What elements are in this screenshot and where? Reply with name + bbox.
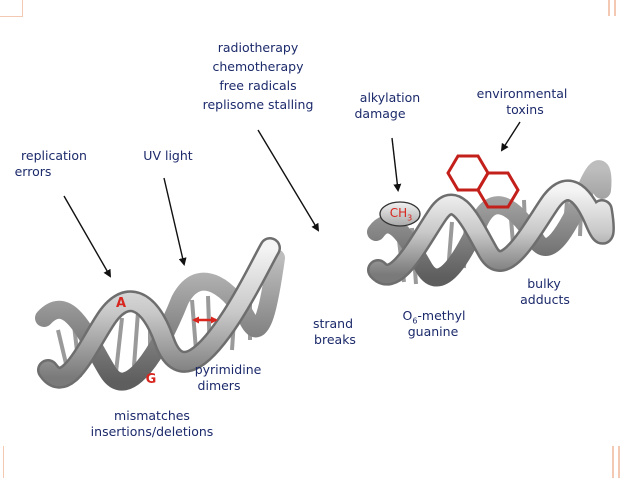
o6-o-text: O	[402, 308, 413, 323]
errors-label: errors	[14, 164, 52, 179]
pyrimidine-label: pyrimidine	[194, 362, 262, 377]
strand-label: strand	[312, 316, 354, 331]
methyl-group-oval	[379, 201, 421, 227]
damage-source-free-radicals: free radicals	[219, 78, 297, 93]
toxins-arrow	[500, 121, 521, 152]
alkylation-arrow	[391, 137, 402, 192]
uv-light-arrow	[163, 177, 187, 266]
alkylation-label: alkylation	[359, 90, 421, 105]
strand-breaks-arrow	[257, 129, 320, 232]
damage-source-replisome-stalling: replisome stalling	[202, 97, 314, 112]
damage-label: damage	[354, 106, 406, 121]
adducts-label: adducts	[520, 292, 570, 307]
breaks-label: breaks	[314, 332, 356, 347]
guanine-label: guanine	[407, 324, 459, 339]
uv-light-label: UV light	[143, 148, 193, 163]
left-dna-helix	[35, 237, 285, 391]
methyl-ch-text: CH	[389, 206, 408, 220]
methyl-subscript: 3	[407, 213, 413, 223]
guanine-base-label: G	[145, 372, 157, 387]
insertions-deletions-label: insertions/deletions	[90, 424, 214, 439]
adenine-base-label: A	[115, 296, 127, 311]
o6-methyl-label: O6-methyl	[394, 308, 474, 329]
o6-rest-text: -methyl	[417, 308, 466, 323]
replication-errors-arrow	[63, 195, 111, 278]
o6-subscript: 6	[412, 316, 418, 326]
bottom-left-border-decoration	[3, 446, 7, 478]
right-dna-helix	[367, 160, 615, 287]
damage-source-radiotherapy: radiotherapy	[217, 40, 299, 55]
bulky-adduct-rings	[446, 154, 520, 209]
methyl-group-label: CH3	[386, 206, 416, 225]
replication-label: replication	[21, 148, 87, 163]
bottom-right-border-decoration	[612, 446, 620, 478]
damage-source-chemotherapy: chemotherapy	[212, 59, 304, 74]
bulky-label: bulky	[527, 276, 561, 291]
toxins-label: toxins	[506, 102, 544, 117]
environmental-label: environmental	[476, 86, 568, 101]
top-left-border-decoration	[0, 0, 23, 17]
dimers-label: dimers	[197, 378, 241, 393]
mismatches-label: mismatches	[114, 408, 190, 423]
top-right-border-decoration	[608, 0, 616, 16]
